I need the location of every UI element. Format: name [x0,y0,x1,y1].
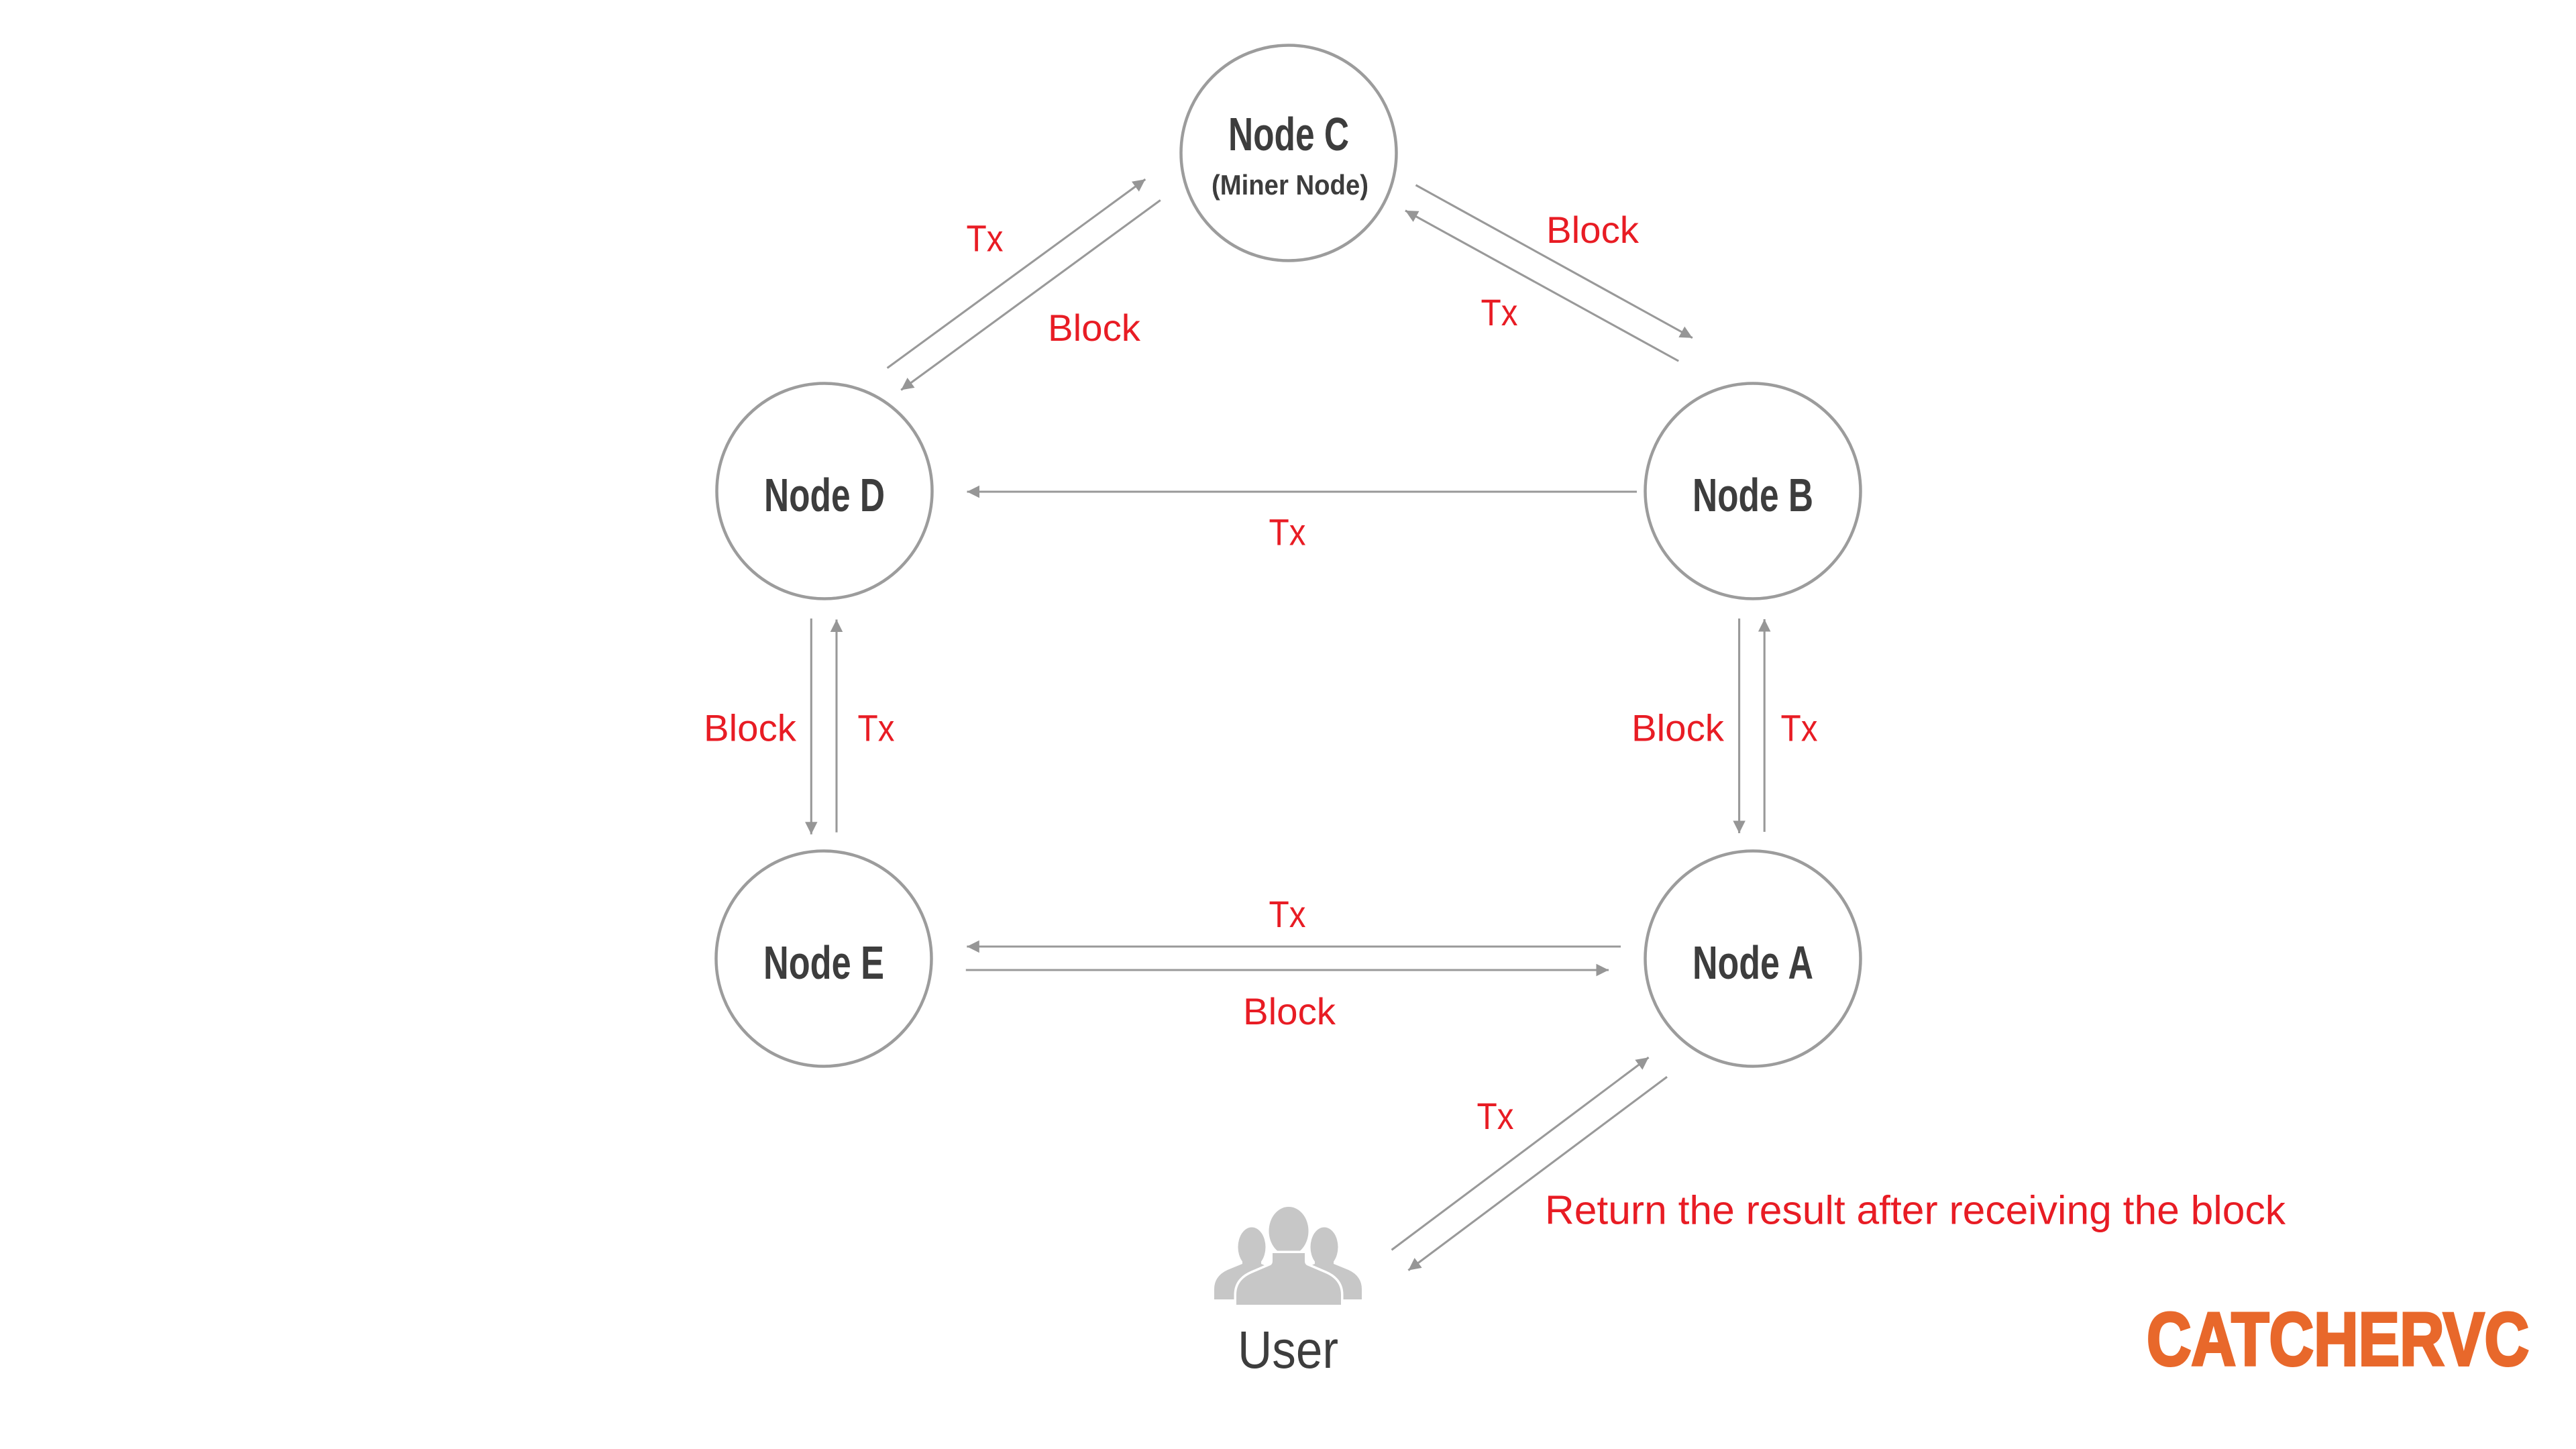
svg-text:Block: Block [1631,707,1725,749]
svg-text:Node D: Node D [764,469,885,521]
svg-text:Tx: Tx [1477,1095,1514,1137]
svg-text:Tx: Tx [858,707,895,749]
svg-text:CATCHERVC: CATCHERVC [2147,1297,2529,1381]
svg-text:Block: Block [1243,990,1336,1032]
svg-text:Node C: Node C [1228,108,1349,160]
svg-text:Node B: Node B [1693,469,1813,521]
svg-text:Tx: Tx [1269,511,1306,553]
svg-text:User: User [1238,1320,1338,1379]
svg-text:Tx: Tx [1781,707,1818,749]
svg-text:Block: Block [704,706,797,749]
svg-text:Tx: Tx [967,217,1004,260]
svg-text:Node E: Node E [763,936,884,989]
svg-text:Block: Block [1546,209,1640,251]
svg-text:(Miner Node): (Miner Node) [1212,169,1368,201]
svg-text:Tx: Tx [1269,893,1306,935]
svg-text:Tx: Tx [1481,291,1518,333]
svg-text:Return the result after receiv: Return the result after receiving the bl… [1545,1188,2286,1233]
svg-text:Block: Block [1048,307,1141,349]
svg-text:Node A: Node A [1693,936,1813,989]
